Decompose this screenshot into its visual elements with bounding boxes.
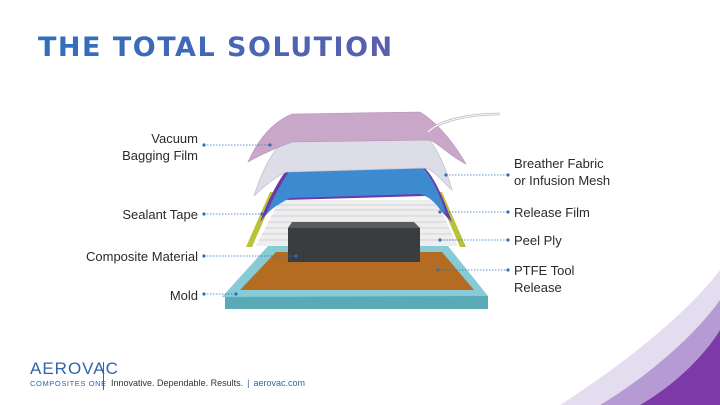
label-line: Vacuum <box>151 131 198 146</box>
composite-block <box>288 222 420 262</box>
tagline-separator: | <box>247 378 250 388</box>
logo-sub-text: COMPOSITES ONE <box>30 379 107 388</box>
tagline-text: Innovative. Dependable. Results. <box>111 378 244 388</box>
label-line: Release <box>514 280 562 295</box>
label-ptfe-tool-release: PTFE Tool Release <box>514 262 574 296</box>
label-breather-fabric: Breather Fabric or Infusion Mesh <box>514 155 610 189</box>
left-leader-lines <box>202 143 298 296</box>
page-title: THE TOTAL SOLUTION <box>38 32 394 63</box>
label-peel-ply: Peel Ply <box>514 233 562 248</box>
website-link[interactable]: aerovac.com <box>253 378 305 388</box>
aerovac-logo: AEROVAC COMPOSITES ONE <box>30 360 119 388</box>
label-line: PTFE Tool <box>514 263 575 278</box>
label-line: Bagging Film <box>122 148 198 163</box>
corner-swoosh <box>560 270 720 405</box>
vacuum-film-layer <box>247 111 467 165</box>
label-composite-material: Composite Material <box>86 249 198 264</box>
footer-divider <box>103 362 104 390</box>
release-film-layer <box>260 166 452 222</box>
right-leader-lines <box>436 173 510 272</box>
label-line: or Infusion Mesh <box>514 173 611 188</box>
logo-main-text: AEROVAC <box>30 359 119 378</box>
breather-layer <box>253 137 453 197</box>
label-release-film: Release Film <box>514 205 590 220</box>
footer-tagline: Innovative. Dependable. Results.|aerovac… <box>111 378 305 388</box>
label-mold: Mold <box>169 288 198 303</box>
label-vacuum-bagging-film: Vacuum Bagging Film <box>100 130 198 164</box>
label-line: Breather Fabric <box>514 156 604 171</box>
label-sealant-tape: Sealant Tape <box>122 207 198 222</box>
